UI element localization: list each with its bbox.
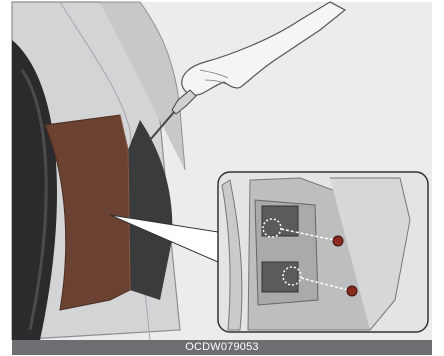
illustration-svg <box>0 0 444 340</box>
clip-mount-lower <box>262 262 298 292</box>
inset-detail <box>218 172 428 332</box>
figure-caption: OCDW079053 <box>12 340 432 355</box>
bolt-icon <box>347 286 357 296</box>
bolt-icon <box>333 236 343 246</box>
